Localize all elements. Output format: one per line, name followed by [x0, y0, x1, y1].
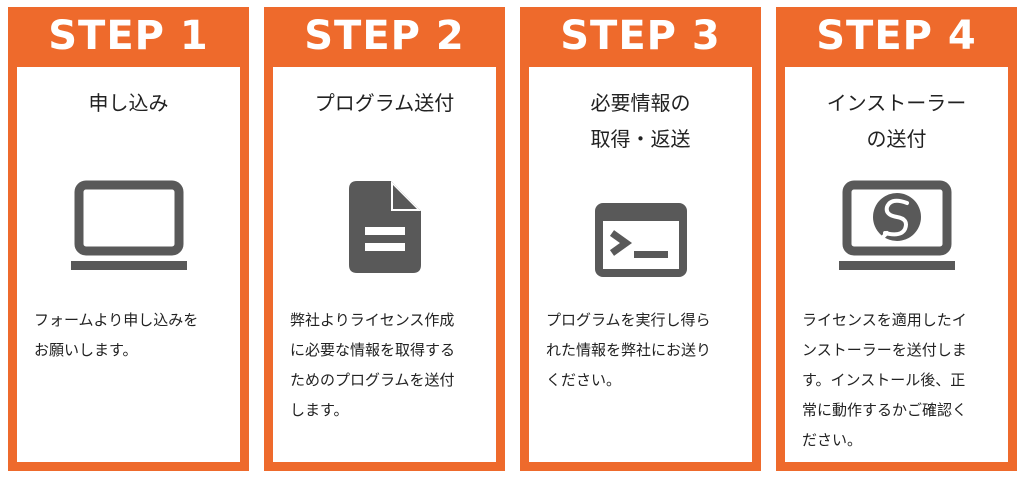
step-card-body: インストーラー の送付 ライセンスを適用したイ ンストーラーを送付しま す。イン…: [785, 67, 1008, 462]
step-description: 弊社よりライセンス作成 に必要な情報を取得する ためのプログラムを送付 します。: [290, 311, 456, 419]
step-heading: 申し込み: [88, 91, 169, 115]
step-heading: インストーラー の送付: [826, 91, 967, 151]
terminal-icon: [594, 203, 687, 277]
step-card-3: STEP 3 必要情報の 取得・返送 プログラムを実行し得ら れた情報を弊社にお…: [520, 7, 761, 471]
laptop-icon: [70, 180, 187, 270]
step-card-2: STEP 2 プログラム送付 弊社よりライセンス作成 に必要な情報を取得する た…: [264, 7, 505, 471]
step-card-4: STEP 4 インストーラー の送付 ライセンスを適用したイ ンストーラーを送付…: [776, 7, 1017, 471]
document-icon: [348, 181, 421, 273]
step-card-body: 必要情報の 取得・返送 プログラムを実行し得ら れた情報を弊社にお送り ください…: [529, 67, 752, 462]
step-label: STEP 1: [48, 13, 209, 59]
step-label: STEP 3: [560, 13, 721, 59]
step-label: STEP 4: [816, 13, 977, 59]
step-card-1: STEP 1 申し込み フォームより申し込みを お願いします。: [8, 7, 249, 471]
step-description: プログラムを実行し得ら れた情報を弊社にお送り ください。: [546, 311, 712, 389]
step-card-body: プログラム送付 弊社よりライセンス作成 に必要な情報を取得する ためのプログラム…: [273, 67, 496, 462]
step-card-body: 申し込み フォームより申し込みを お願いします。: [17, 67, 240, 462]
step-description: ライセンスを適用したイ ンストーラーを送付しま す。インストール後、正 常に動作…: [802, 311, 968, 449]
step-label: STEP 2: [304, 13, 465, 59]
installer-laptop-icon: [838, 180, 955, 270]
step-heading: プログラム送付: [314, 91, 455, 115]
step-description: フォームより申し込みを お願いします。: [34, 311, 199, 359]
step-heading: 必要情報の 取得・返送: [590, 91, 691, 151]
